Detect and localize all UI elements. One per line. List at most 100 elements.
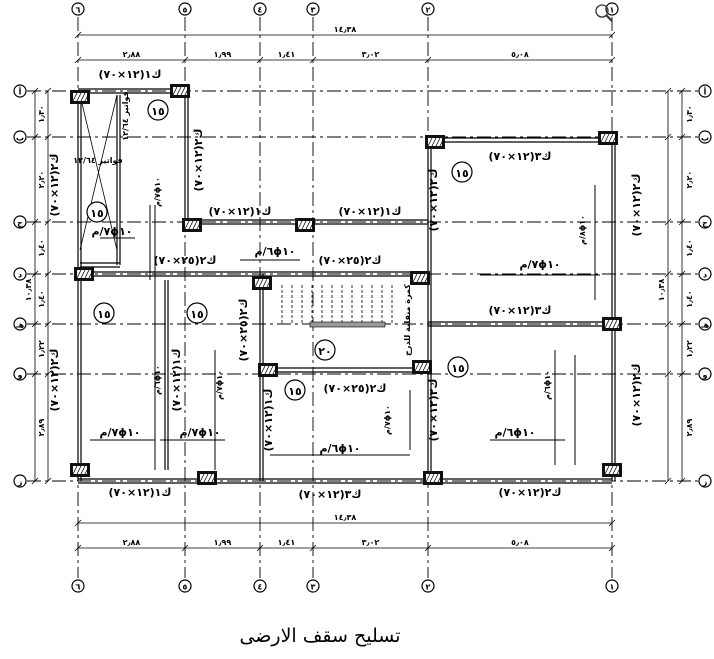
grid-row-label: ب — [701, 134, 709, 143]
dimension-segment: ١٫٩٩ — [214, 538, 232, 547]
dimension-segment: ١٫٤٠ — [37, 290, 46, 308]
dimension-tick — [74, 519, 82, 527]
rebar-label: ٨ϕ١٠/م — [578, 215, 587, 245]
grid-bubble — [13, 130, 27, 144]
dimension-tick — [74, 56, 82, 64]
dimension-tick — [678, 218, 686, 226]
grid-row-label: أ — [704, 87, 707, 97]
slab-thickness-circle — [314, 339, 336, 361]
dimension-segment: ١٫٤١ — [278, 538, 296, 547]
beam-label: ك٢(١٢×٧٠) — [48, 154, 61, 217]
dimension-segment: ١٫٩٩ — [214, 50, 232, 59]
grid-column-label: ٢ — [426, 583, 431, 592]
column — [182, 218, 202, 232]
slab-thickness-circle — [447, 356, 469, 378]
grid-bubble — [605, 2, 619, 16]
beam-label: ك٣(١٢×٧٠) — [489, 304, 552, 317]
dimension-tick — [44, 218, 52, 226]
slab-thickness: ١٥ — [190, 308, 204, 321]
beam-label: ك١(١٢×٧٠) — [262, 389, 275, 452]
column — [252, 276, 272, 290]
grid-column-label: ١ — [610, 583, 615, 592]
dimension-segment: ٥٫٠٨ — [511, 538, 529, 547]
dimension-tick — [309, 544, 317, 552]
dimension-tick — [44, 133, 52, 141]
grid-bubble — [698, 84, 712, 98]
grid-row-label: د — [703, 271, 707, 280]
grid-bubble — [698, 267, 712, 281]
grid-row-label: هـ — [15, 321, 25, 330]
grid-column-label: ٥ — [183, 583, 188, 592]
beam-label: ك١(١٢×٧٠) — [209, 205, 272, 218]
grid-bubble — [178, 2, 192, 16]
dimension-tick — [181, 56, 189, 64]
grid-row-label: ز — [17, 478, 23, 487]
grid-column-label: ٢ — [426, 6, 431, 15]
grid-column-label: ١ — [610, 6, 615, 15]
grid-row-label: ج — [17, 219, 23, 228]
beam-label: ك٣(١٢×٧٠) — [489, 150, 552, 163]
slab-thickness: ١٥ — [151, 105, 165, 118]
grid-row-label: د — [18, 271, 22, 280]
dimension-segment: ١٫٤٠ — [685, 239, 694, 257]
dimension-segment: ٢٫٨٨ — [123, 50, 141, 59]
dimension-segment: ٢٫٢٠ — [37, 171, 46, 189]
slab-thickness-circle — [147, 99, 169, 121]
beam-label: ك٢(١٢×٧٠) — [192, 129, 205, 192]
beam-label: ك٣(١٢×٧٠) — [299, 488, 362, 501]
grid-bubble — [421, 2, 435, 16]
grid-bubble — [71, 579, 85, 593]
dimension-tick — [31, 218, 39, 226]
column — [74, 267, 94, 281]
dimension-tick — [608, 519, 616, 527]
magnifier-icon[interactable] — [595, 4, 613, 22]
column — [70, 90, 90, 104]
rebar-label: ٧ϕ١٠/م — [180, 426, 221, 439]
rebar-label: ٦ϕ١٠/م — [543, 370, 552, 400]
dimension-tick — [664, 477, 672, 485]
grid-bubble — [421, 579, 435, 593]
dimension-segment: ٢٫٨٩ — [37, 419, 46, 437]
dimension-tick — [44, 370, 52, 378]
dimension-segment: ٣٫٠٢ — [362, 50, 380, 59]
grid-bubble — [698, 367, 712, 381]
beam-label: ك١(١٢×٧٠) — [339, 205, 402, 218]
grid-column-label: ٣ — [311, 6, 316, 15]
grid-column-label: ٤ — [258, 6, 263, 15]
column — [598, 131, 618, 145]
dimension-segment: ٢٫٢٠ — [685, 171, 694, 189]
dimension-tick — [44, 270, 52, 278]
rebar-note: كمرة منقلبة للدرج — [403, 284, 412, 356]
beam-label: ك٢(١٢×٧٠) — [630, 364, 643, 427]
slab-thickness-circle — [284, 379, 306, 401]
slab-thickness: ١٥ — [288, 385, 302, 398]
rebar-label: ٦ϕ١٠/م — [255, 245, 296, 258]
dimension-tick — [664, 218, 672, 226]
grid-bubble — [13, 317, 27, 331]
grid-column-label: ٣ — [311, 583, 316, 592]
dimension-tick — [181, 544, 189, 552]
grid-bubble — [698, 474, 712, 488]
beam-label: ك٢(٢٥×٧٠) — [154, 254, 217, 267]
drawing-caption: تسليح سقف الارضى — [239, 625, 400, 647]
dimension-segment: ٢٫٨٨ — [123, 538, 141, 547]
dimension-tick — [44, 87, 52, 95]
dimension-tick — [31, 270, 39, 278]
column — [412, 360, 432, 374]
slab-thickness-circle — [451, 161, 473, 183]
dimension-tick — [31, 87, 39, 95]
dimension-segment: ٥٫٠٨ — [511, 50, 529, 59]
grid-bubble — [253, 2, 267, 16]
dimension-tick — [664, 87, 672, 95]
dimension-tick — [664, 320, 672, 328]
dimension-total: ١٠٫٣٨ — [657, 279, 666, 302]
column — [295, 218, 315, 232]
dimension-tick — [678, 320, 686, 328]
column — [602, 463, 622, 477]
rebar-label: ٦ϕ١٠/م — [495, 426, 536, 439]
beam-label: ك١(١٢×٧٠) — [99, 68, 162, 81]
beam-label: ك٢(١٢×٧٠) — [427, 379, 440, 442]
slab-thickness: ٢٠ — [318, 345, 331, 358]
